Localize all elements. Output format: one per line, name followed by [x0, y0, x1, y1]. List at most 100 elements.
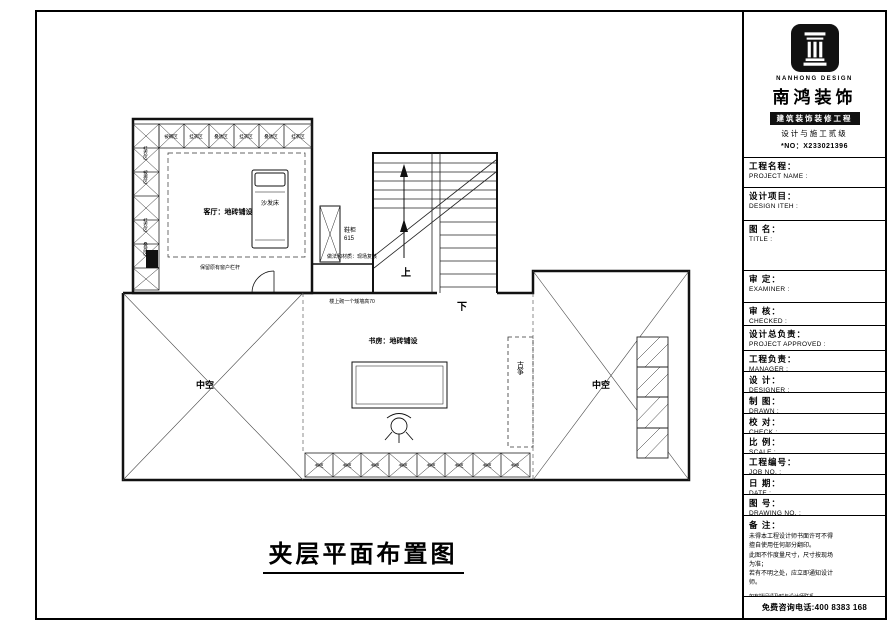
- living-room-label: 客厅：地砖铺设: [203, 207, 254, 216]
- drawing-sheet: 被褥区 挂衣区 叠放区 挂衣区 叠放区 挂衣区: [35, 10, 887, 620]
- field-label-cn: 工程名程：: [749, 161, 797, 171]
- wardrobe-cell-label: 挂衣区: [291, 133, 305, 140]
- field-label-en: DESIGNER :: [749, 387, 790, 392]
- field-label-en: SCALE :: [749, 449, 777, 453]
- bookcase-labels: 书柜 书柜 书柜 书柜 书柜 书柜 书柜 书柜: [315, 462, 520, 469]
- study: 书房：地砖铺设 古筝: [351, 336, 534, 448]
- bookcase-cell-label: 书柜: [455, 462, 464, 469]
- title-block: NANHONG DESIGN 南鸿装饰 建筑装饰装修工程 设计与施工贰级 *NO…: [742, 12, 885, 618]
- sofa-bed-label: 沙发床: [261, 199, 279, 207]
- field-label-en: DESIGN ITEH :: [749, 203, 799, 210]
- notes-label: 备 注：: [749, 520, 781, 530]
- field-label-cn: 设 计：: [749, 375, 781, 385]
- wardrobe-cell-label: 挂衣区: [239, 133, 253, 140]
- study-label: 书房：地砖铺设: [369, 336, 419, 345]
- field-label-cn: 图 名：: [749, 224, 781, 234]
- right-cabinet-hatch: [636, 336, 669, 459]
- site-check-note: 做法和材质：现场复核: [327, 253, 377, 260]
- wardrobe-cell-label: 挂衣区: [189, 133, 203, 140]
- bookcase-cell-label: 书柜: [511, 462, 520, 469]
- wardrobe-cell-label: 被褥区: [164, 133, 178, 140]
- field-project-name: 工程名程： PROJECT NAME :: [744, 157, 885, 187]
- company-name-en: NANHONG DESIGN: [776, 76, 853, 82]
- field-label-cn: 制 图：: [749, 396, 781, 406]
- field-date: 日 期： DATE :: [744, 474, 885, 494]
- wardrobe-cell-label: 叠放区: [143, 242, 149, 256]
- wardrobe-top-x-marks: [158, 123, 313, 149]
- wardrobe-top-row: [158, 123, 313, 149]
- wardrobe-cell-label: 叠放区: [264, 133, 278, 140]
- field-label-cn: 工程负责：: [749, 354, 797, 364]
- stairwell-walls: [372, 152, 498, 293]
- bookcase-x-marks: [304, 452, 531, 478]
- notes-subtext: 如有疑问请及时与设计师联系。: [749, 593, 880, 596]
- wardrobe-cell-label: 叠放区: [214, 133, 228, 140]
- field-label-cn: 设计总负责：: [749, 329, 807, 339]
- void-left: [122, 292, 304, 481]
- field-drawn: 制 图： DRAWN :: [744, 392, 885, 413]
- wardrobe-left-column: [132, 123, 160, 291]
- sofa-bed: [251, 169, 289, 249]
- bookcase-cell-label: 书柜: [343, 462, 352, 469]
- company-cert-line2: 设计与施工贰级: [781, 129, 848, 138]
- company-name-cn: 南鸿装饰: [772, 88, 857, 107]
- arrow-head-icon: [400, 164, 408, 177]
- notes-section: 备 注： 未得本工程设计师书面许可不得 擅自使用任何部分翻印。 此图不作度量尺寸…: [744, 515, 885, 596]
- company-cert-line1: 建筑装饰装修工程: [769, 112, 860, 125]
- field-job-no: 工程编号： JOB NO. :: [744, 453, 885, 474]
- field-label-en: DRAWN :: [749, 408, 780, 413]
- field-examiner: 审 定： EXAMINER :: [744, 270, 885, 302]
- guzheng-label: 古筝: [517, 360, 525, 375]
- field-label-cn: 图 号：: [749, 498, 781, 508]
- field-label-en: PROJECT APPROVED :: [749, 341, 826, 348]
- stair-direction-arrow: [400, 164, 408, 258]
- guzheng: 古筝: [507, 336, 534, 448]
- field-label-cn: 审 定：: [749, 274, 781, 284]
- field-label-en: JOB NO. :: [749, 469, 782, 474]
- field-label-en: TITLE :: [749, 236, 773, 243]
- field-manager: 工程负责： MANAGER :: [744, 350, 885, 371]
- field-project-approved: 设计总负责： PROJECT APPROVED :: [744, 325, 885, 350]
- field-label-cn: 日 期：: [749, 478, 781, 488]
- field-checked: 审 核： CHECKED :: [744, 302, 885, 325]
- field-label-en: CHECKED :: [749, 318, 788, 325]
- right-cabinet: [636, 336, 669, 459]
- field-label-en: EXAMINER :: [749, 286, 790, 293]
- bookcase-cell-label: 书柜: [427, 462, 436, 469]
- shoe-cabinet: 鞋柜 615 做法和材质：现场复核: [319, 205, 377, 263]
- wardrobe-left-labels: 挂衣区 被褥区 挂衣区 叠放区: [143, 145, 149, 256]
- shoe-cabinet-size: 615: [344, 236, 355, 242]
- company-license-no: *NO：X233021396: [781, 143, 848, 150]
- desk: [351, 361, 448, 409]
- wardrobe-cell-label: 挂衣区: [143, 145, 149, 160]
- stairs-down-label: 下: [457, 301, 467, 313]
- shoe-cabinet-label: 鞋柜: [344, 226, 356, 234]
- notes-text: 未得本工程设计师书面许可不得 擅自使用任何部分翻印。 此图不作度量尺寸，尺寸按现…: [749, 534, 834, 587]
- field-scale: 比 例： SCALE :: [744, 433, 885, 453]
- stair-break-line: [373, 171, 497, 269]
- low-wall-note: 楼上砌一个矮墙高70: [329, 298, 375, 305]
- living-dashed-zone: [167, 152, 306, 258]
- field-label-en: DRAWING NO. :: [749, 510, 802, 515]
- wardrobe-top-labels: 被褥区 挂衣区 叠放区 挂衣区 叠放区 挂衣区: [164, 133, 305, 140]
- field-design-item: 设计项目： DESIGN ITEH :: [744, 187, 885, 220]
- field-label-cn: 比 例：: [749, 437, 781, 447]
- field-label-cn: 审 核：: [749, 306, 781, 316]
- company-logo-icon: [790, 24, 839, 72]
- field-label-cn: 校 对：: [749, 417, 781, 427]
- living-door: [251, 270, 275, 294]
- field-designer: 设 计： DESIGNER :: [744, 371, 885, 392]
- wardrobe-cell-label: 被褥区: [143, 169, 149, 184]
- company-phone: 免费咨询电话:400 8383 168: [744, 596, 885, 618]
- bookcase-cell-label: 书柜: [399, 462, 408, 469]
- drawing-caption: 夹层平面布置图: [262, 534, 464, 574]
- void-left-label: 中空: [196, 379, 214, 390]
- bookcase-cell-label: 书柜: [315, 462, 324, 469]
- arrow-head-icon: [400, 219, 408, 232]
- field-label-en: DATE :: [749, 490, 772, 494]
- stair-break-line: [373, 159, 497, 257]
- field-label-cn: 工程编号：: [749, 457, 797, 467]
- void-right-label: 中空: [592, 379, 610, 390]
- bookcase-bottom-row: [304, 452, 531, 478]
- field-label-en: MANAGER :: [749, 366, 789, 371]
